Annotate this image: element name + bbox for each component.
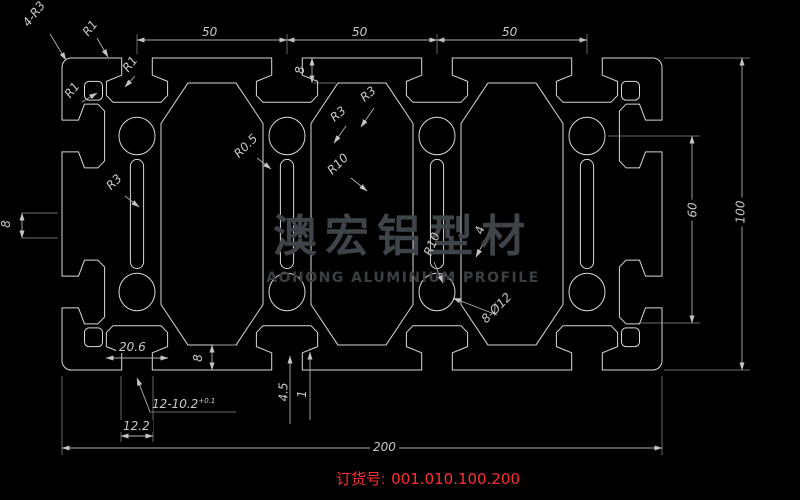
corner-cutout: [85, 328, 103, 347]
web-channel: [280, 159, 293, 268]
dim-label-200: 200: [370, 441, 399, 453]
order-number-line: 订货号: 001.010.100.200: [336, 468, 520, 489]
web-channel: [130, 159, 143, 268]
slot-spec-text: 12-10.2: [152, 397, 199, 411]
dim-label-8-top: 8: [292, 66, 307, 74]
dim-label-8-left: 8: [0, 220, 13, 228]
dim-label-4-5: 4.5: [276, 382, 291, 402]
dim-label-50-1: 50: [202, 25, 218, 39]
order-label: 订货号:: [336, 471, 386, 488]
bolt-hole: [269, 273, 305, 310]
bolt-holes: [119, 117, 605, 310]
profile-geometry: [62, 58, 662, 370]
watermark: 澳宏铝型材 AOHONG ALUMINIUM PROFILE: [238, 200, 568, 286]
corner-cutout: [622, 81, 640, 100]
dim-label-12-2: 12.2: [120, 420, 153, 432]
watermark-chinese: 澳宏铝型材: [273, 212, 533, 261]
web-channel: [580, 159, 593, 268]
bolt-hole: [569, 273, 605, 310]
bolt-hole: [419, 273, 455, 310]
bolt-hole: [419, 117, 455, 154]
profile-outline: [62, 58, 662, 370]
slot-spec-label: 12-10.2+0.1: [152, 397, 216, 411]
dim-label-60: 60: [686, 199, 700, 221]
watermark-english: AOHONG ALUMINIUM PROFILE: [266, 270, 540, 286]
dim-label-1: 1: [294, 390, 309, 398]
corner-cutouts: [85, 81, 640, 346]
corner-cutout: [622, 328, 640, 347]
dim-label-20-6: 20.6: [116, 341, 149, 353]
corner-cutout: [85, 81, 103, 100]
dim-label-50-3: 50: [502, 25, 518, 39]
web-channels: [130, 159, 593, 268]
dim-label-100: 100: [733, 197, 747, 227]
dim-label-8-bottom: 8: [190, 354, 205, 362]
bolt-hole: [269, 117, 305, 154]
bolt-hole: [119, 273, 155, 310]
bolt-hole: [569, 117, 605, 154]
order-number: 001.010.100.200: [391, 470, 520, 488]
slot-tolerance-text: +0.1: [198, 397, 216, 405]
dim-label-50-2: 50: [352, 25, 368, 39]
bolt-hole: [119, 117, 155, 154]
